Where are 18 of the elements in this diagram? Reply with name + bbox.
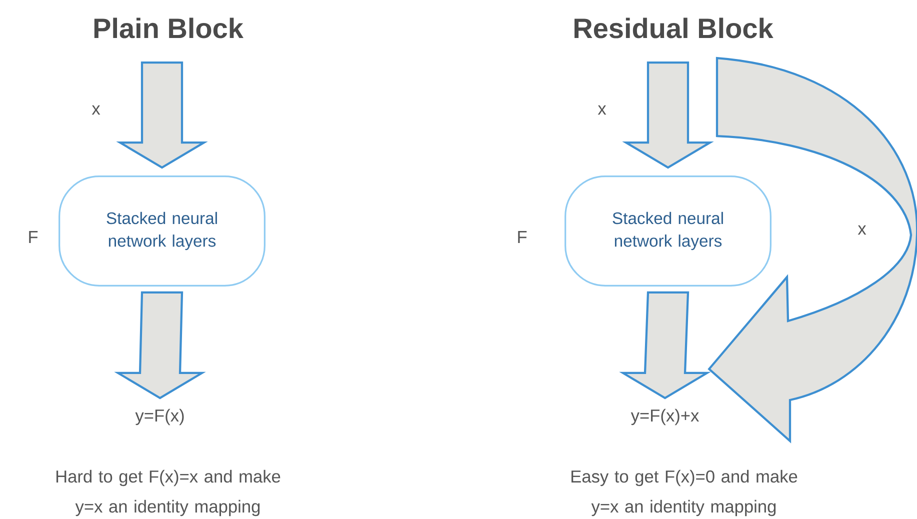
heading: Plain Block: [94, 18, 244, 38]
caption-text: Easy to get F(x)=0 and make y=x an identity mapping: [572, 470, 798, 516]
edge-label: x: [598, 105, 606, 115]
edge-label: x: [858, 225, 866, 235]
block-arrow: [116, 61, 208, 169]
process-box: Stacked neural network layers: [58, 176, 266, 286]
caption-text: Hard to get F(x)=x and make y=x an identity mapping: [56, 470, 280, 516]
output-label: y=F(x)+x: [630, 408, 700, 426]
side-label: F: [518, 231, 527, 243]
edge-label: x: [92, 105, 100, 115]
curved-block-arrow: [708, 56, 917, 442]
block-arrow: [622, 61, 714, 169]
output-label: y=F(x): [135, 408, 184, 426]
block-arrow: [619, 291, 711, 400]
process-box: Stacked neural network layers: [564, 176, 772, 286]
heading: Residual Block: [574, 18, 774, 38]
block-arrow: [114, 291, 206, 400]
side-label: F: [29, 231, 38, 243]
